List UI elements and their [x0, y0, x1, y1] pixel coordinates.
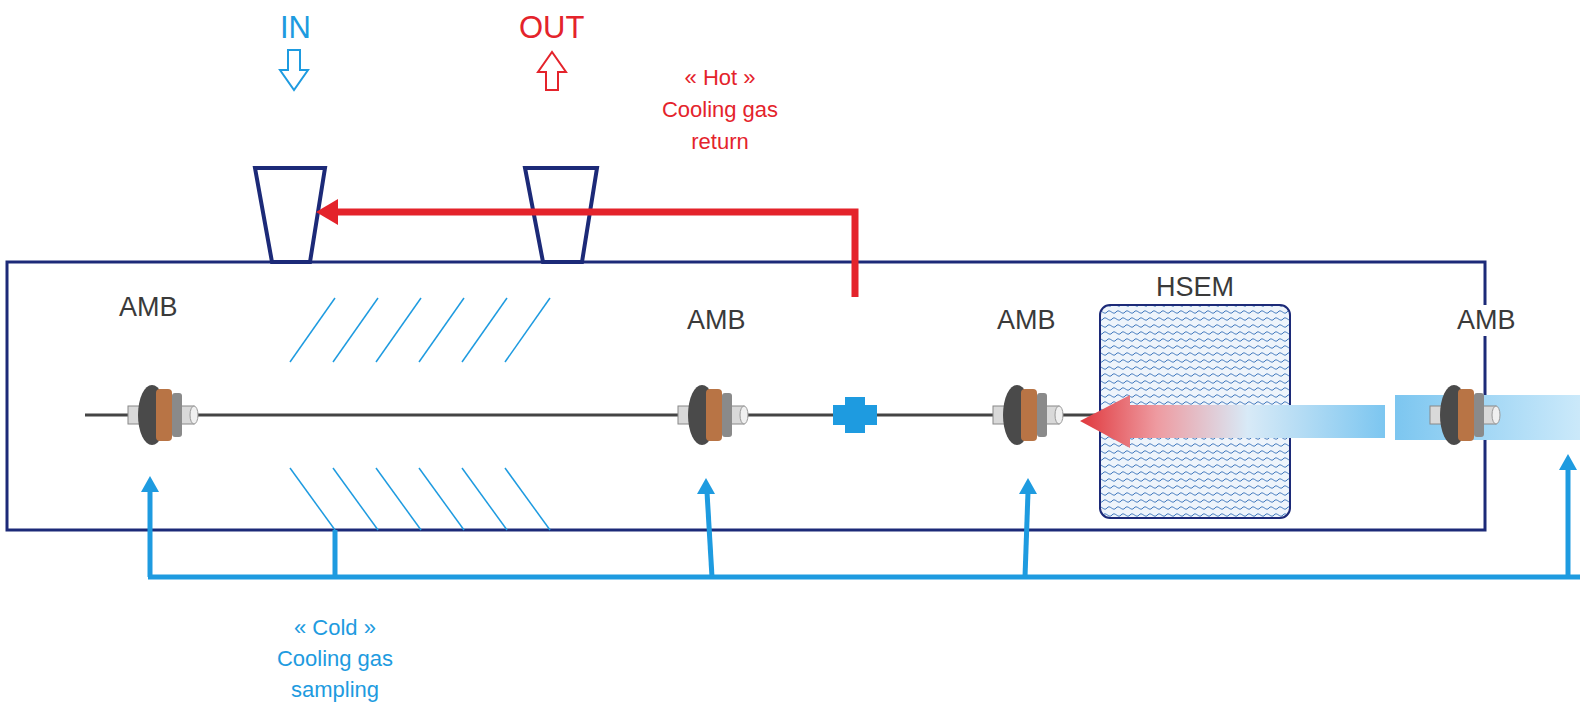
part-label: AMB: [997, 305, 1056, 336]
flow-label: IN: [280, 10, 311, 46]
inlet-nozzle: [255, 168, 325, 262]
shaft: [85, 414, 1100, 417]
cold-sampling-line: [148, 490, 153, 577]
compressor-blade: [419, 298, 464, 362]
part-label: AMB: [119, 292, 178, 323]
compressor-blade: [462, 468, 507, 530]
part-label: AMB: [687, 305, 746, 336]
inlet-arrow: [280, 50, 308, 90]
compressor-blade: [505, 298, 550, 362]
magnetic-bearing: [678, 385, 748, 445]
cold-sampling-line: [1566, 468, 1571, 577]
cold-sampling-line: [148, 575, 1580, 580]
cold-sampling-line: [333, 530, 338, 579]
cooling-exit: [1395, 395, 1580, 440]
arrow-head: [141, 476, 159, 492]
part-label: HSEM: [1100, 272, 1290, 303]
compressor-blade: [290, 298, 335, 362]
arrow-head: [316, 199, 338, 225]
cold-sampling-line: [707, 492, 712, 577]
coupling: [833, 405, 877, 425]
hot-return-line: [336, 212, 855, 297]
arrow-head: [697, 478, 715, 494]
magnetic-bearing: [993, 385, 1063, 445]
magnetic-bearing: [128, 385, 198, 445]
arrow-head: [1019, 478, 1037, 494]
outlet-arrow: [538, 52, 566, 90]
motor-box: HSEM: [1100, 272, 1290, 518]
compressor-blade: [333, 298, 378, 362]
compressor-blade: [419, 468, 464, 530]
annotation-text: « Hot » Cooling gas return: [650, 62, 790, 158]
compressor-blade: [462, 298, 507, 362]
compressor-blade: [376, 468, 421, 530]
annotation-text: « Cold » Cooling gas sampling: [265, 612, 405, 705]
arrow-head: [1559, 454, 1577, 470]
compressor-blade: [505, 468, 550, 530]
part-label: AMB: [1454, 305, 1519, 336]
machine-housing: [7, 262, 1485, 530]
flow-label: OUT: [519, 10, 584, 46]
flow-arrow: [1080, 395, 1385, 448]
compressor-blade: [333, 468, 378, 530]
magnetic-bearing: [1430, 385, 1500, 445]
cold-sampling-line: [1025, 492, 1028, 577]
compressor-blade: [290, 468, 335, 530]
compressor-blade: [376, 298, 421, 362]
